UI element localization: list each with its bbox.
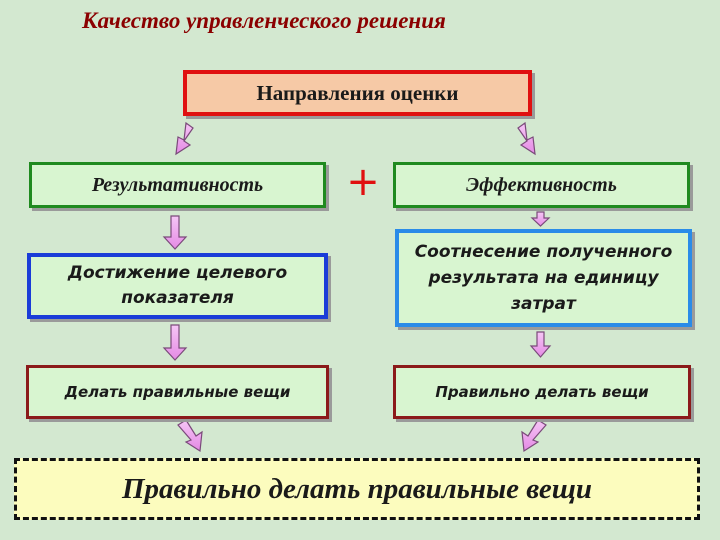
efficiency-box: Эффективность <box>393 162 690 208</box>
result-cost-ratio-box: Соотнесение полученного результата на ед… <box>395 229 692 327</box>
do-right-things-box: Делать правильные вещи <box>26 365 329 419</box>
diagram-title: Качество управленческого решения <box>82 8 446 33</box>
ratio-line-3: затрат <box>511 294 576 314</box>
ratio-line-1: Соотнесение полученного <box>414 242 673 262</box>
target-achievement-line-1: Достижение целевого <box>67 263 288 283</box>
plus-sign: + <box>346 159 380 205</box>
target-achievement-box: Достижение целевого показателя <box>27 253 328 319</box>
do-right-things-label: Делать правильные вещи <box>64 383 291 401</box>
arrow-ratio-to-right-do <box>529 331 552 358</box>
conclusion-box: Правильно делать правильные вещи <box>14 458 700 520</box>
efficiency-label: Эффективность <box>466 173 617 196</box>
evaluation-directions-box: Направления оценки <box>183 70 532 116</box>
do-things-right-box: Правильно делать вещи <box>393 365 691 419</box>
do-things-right-label: Правильно делать вещи <box>435 383 649 401</box>
conclusion-label: Правильно делать правильные вещи <box>121 472 593 505</box>
effectiveness-result-label: Результативность <box>91 173 264 196</box>
target-achievement-line-2: показателя <box>121 288 234 308</box>
arrow-efficiency-to-ratio <box>530 211 551 227</box>
arrow-result-to-target <box>162 215 188 250</box>
arrow-root-to-efficiency <box>517 121 536 156</box>
ratio-line-2: результата на единицу <box>428 268 659 288</box>
effectiveness-result-box: Результативность <box>29 162 326 208</box>
arrow-left-to-conclusion <box>177 419 203 453</box>
arrow-target-to-do-right <box>162 324 188 361</box>
evaluation-directions-label: Направления оценки <box>256 80 459 105</box>
arrow-right-to-conclusion <box>521 419 547 453</box>
arrow-root-to-result <box>175 121 194 156</box>
